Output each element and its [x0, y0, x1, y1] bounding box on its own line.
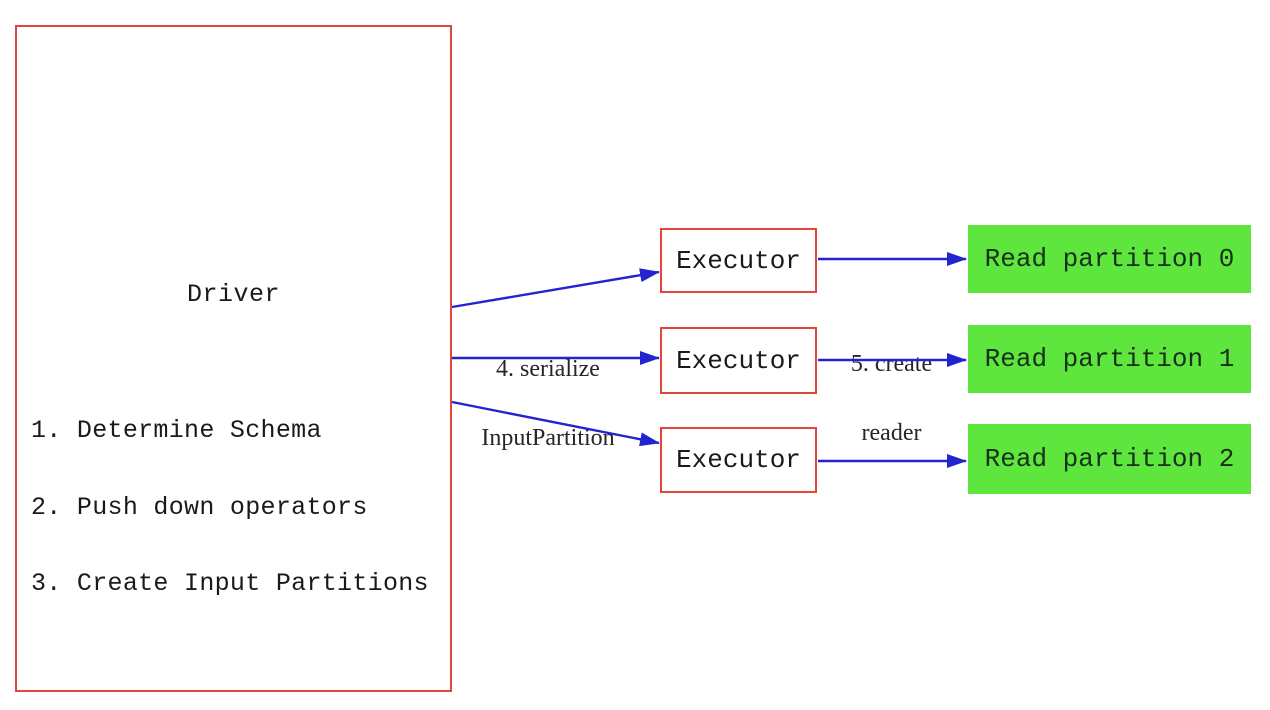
executor-node-2: Executor: [660, 327, 817, 394]
driver-step-list: 1. Determine Schema 2. Push down operato…: [31, 367, 429, 648]
read-partition-2-label: Read partition 2: [984, 444, 1235, 474]
read-partition-1-label: Read partition 1: [984, 344, 1235, 374]
executor-node-1: Executor: [660, 228, 817, 293]
read-partition-1-node: Read partition 1: [968, 325, 1251, 393]
driver-title: Driver: [186, 280, 280, 309]
arrow-driver-to-executor-1: [451, 268, 660, 309]
edge-label-serialize-line2: InputPartition: [481, 425, 615, 451]
edge-label-serialize-inputpartition: 4. serialize InputPartition: [448, 312, 648, 496]
edge-label-create-reader: 5. create reader: [814, 307, 969, 491]
executor-node-3: Executor: [660, 427, 817, 493]
read-partition-0-label: Read partition 0: [984, 244, 1235, 274]
edge-label-reader-line2: reader: [861, 420, 922, 446]
driver-step-2: 2. Push down operators: [31, 492, 368, 522]
executor-2-label: Executor: [676, 345, 801, 376]
read-partition-2-node: Read partition 2: [968, 424, 1251, 494]
executor-3-label: Executor: [676, 445, 801, 475]
read-partition-0-node: Read partition 0: [968, 225, 1251, 293]
executor-1-label: Executor: [676, 245, 801, 276]
edge-label-reader-line1: 5. create: [850, 351, 933, 377]
driver-node: Driver 1. Determine Schema 2. Push down …: [15, 25, 452, 692]
edge-label-serialize-line1: 4. serialize: [496, 356, 600, 382]
driver-step-3: 3. Create Input Partitions: [31, 569, 429, 598]
driver-step-1: 1. Determine Schema: [31, 416, 322, 445]
